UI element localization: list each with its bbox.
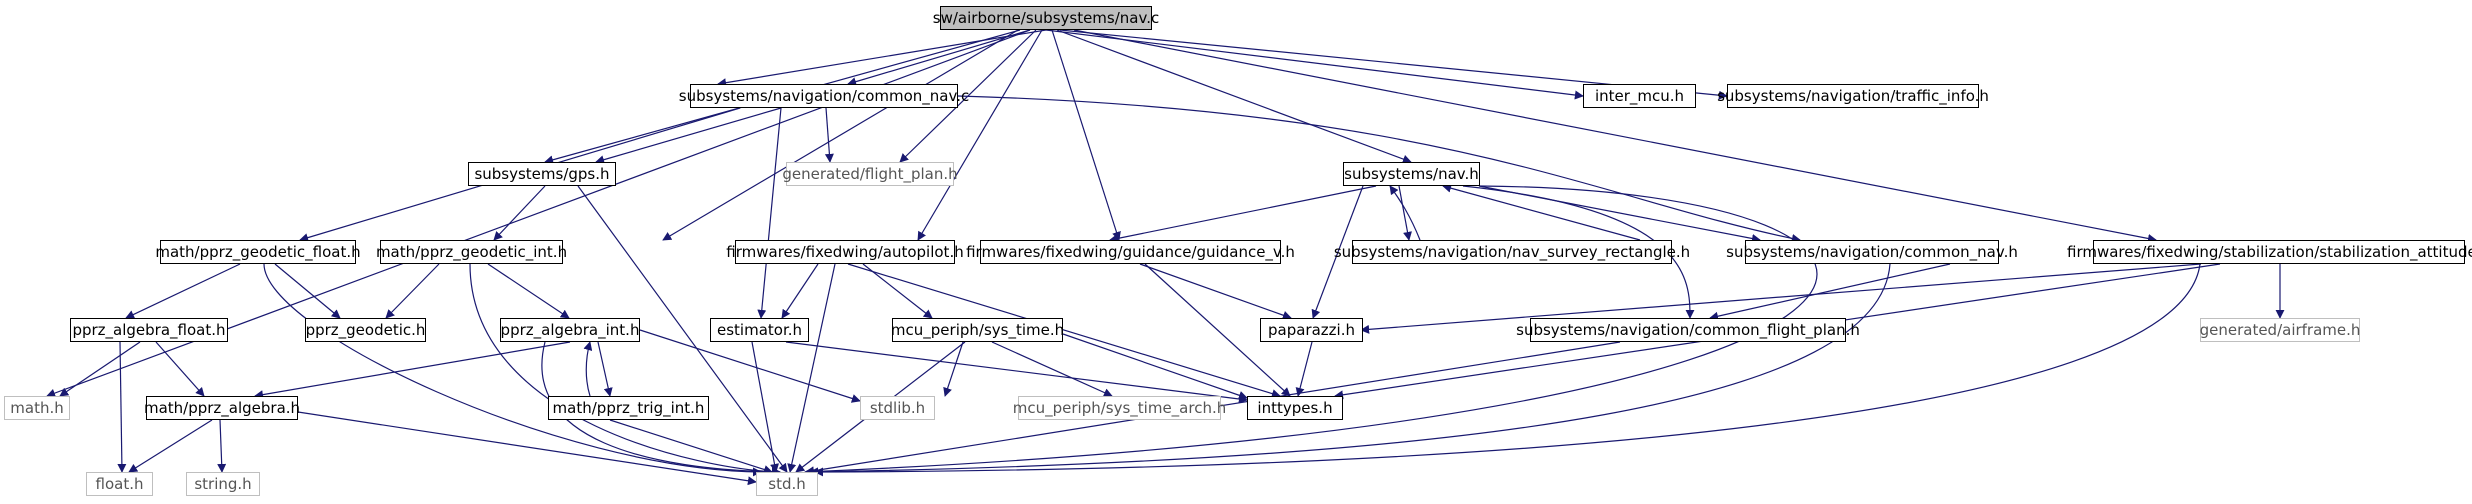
dependency-edge [1709,263,1951,321]
dependency-edge [597,341,613,397]
node-trig-int[interactable]: math/pprz_trig_int.h [548,396,709,420]
dependency-edge [757,107,782,319]
dependency-edge [814,263,2201,477]
node-guidance-v[interactable]: firmwares/fixedwing/guidance/guidance_v.… [966,240,1295,264]
dependency-edge [1144,263,1291,397]
node-gps[interactable]: subsystems/gps.h [468,162,616,186]
dependency-edge [862,263,933,319]
node-algebra[interactable]: math/pprz_algebra.h [144,396,300,420]
dependency-edge [781,263,819,319]
node-survey-rectangle[interactable]: subsystems/navigation/nav_survey_rectang… [1334,240,1690,264]
node-float[interactable]: float.h [86,472,153,496]
dependency-edge [787,263,836,473]
node-sys-time[interactable]: mcu_periph/sys_time.h [891,318,1064,342]
dependency-edge [785,341,1248,404]
node-stabilization-attitude[interactable]: firmwares/fixedwing/stabilization/stabil… [2067,240,2472,264]
dependency-edge [917,29,1043,241]
node-geodetic-int[interactable]: math/pprz_geodetic_int.h [376,240,567,264]
dependency-edge [1109,185,1377,243]
node-nav-h[interactable]: subsystems/nav.h [1343,162,1480,186]
node-airframe[interactable]: generated/airframe.h [2200,318,2360,342]
dependency-edge [59,341,141,397]
node-string[interactable]: string.h [186,472,260,496]
node-flight-plan[interactable]: generated/flight_plan.h [782,162,958,186]
dependency-edge [487,263,570,319]
dependency-edge [125,263,241,319]
node-nav-c[interactable]: sw/airborne/subsystems/nav.c [933,6,1159,30]
dependency-edge [804,185,1818,477]
dependency-edge [155,341,205,397]
node-common-nav-h[interactable]: subsystems/navigation/common_nav.h [1726,240,2018,264]
dependency-edge [717,29,1047,88]
node-geodetic-float[interactable]: math/pprz_geodetic_float.h [155,240,361,264]
dependency-edge [577,185,788,473]
dependency-edge [1073,29,2157,243]
dependency-edge [469,263,781,477]
node-inter-mcu[interactable]: inter_mcu.h [1583,84,1696,108]
dependency-edge [957,95,1801,243]
dependency-edge [943,341,964,397]
node-paparazzi[interactable]: paparazzi.h [1260,318,1363,342]
dependency-edge [847,29,1031,87]
node-geodetic[interactable]: pprz_geodetic.h [305,318,426,342]
node-math[interactable]: math.h [4,396,70,420]
dependency-edge [297,411,757,486]
node-inttypes[interactable]: inttypes.h [1247,396,1343,420]
dependency-edge [1062,333,1248,400]
node-traffic-info[interactable]: subsystems/navigation/traffic_info.h [1717,84,1989,108]
dependency-edge [263,263,762,477]
dependency-edge [662,29,1019,241]
dependency-edge [847,263,1281,398]
node-algebra-int[interactable]: pprz_algebra_int.h [500,318,640,342]
node-estimator[interactable]: estimator.h [710,318,809,342]
dependency-edge [595,107,782,165]
dependency-edge [254,341,571,400]
dependency-edge [1389,185,1421,241]
node-common-flight-plan[interactable]: subsystems/navigation/common_flight_plan… [1516,318,1860,342]
dependency-edge [583,341,593,397]
node-autopilot[interactable]: firmwares/fixedwing/autopilot.h [726,240,964,264]
dependency-edge [128,419,213,473]
dependency-edge [809,263,1891,477]
node-algebra-float[interactable]: pprz_algebra_float.h [70,318,228,342]
node-common-nav-c[interactable]: subsystems/navigation/common_nav.c [679,84,969,108]
dependency-edge [541,341,781,477]
dependency-edge [385,263,440,319]
node-stdlib[interactable]: stdlib.h [860,396,935,420]
dependency-edge [217,419,227,473]
dependency-edge [1442,183,1641,241]
dependency-edge [493,185,546,241]
dependency-edge [1056,29,1412,164]
dependency-edge [609,419,773,474]
dependency-edge [751,341,779,473]
node-sys-time-arch[interactable]: mcu_periph/sys_time_arch.h [1013,396,1226,420]
dependency-edge [46,29,1031,398]
dependency-edge [1398,185,1412,241]
dependency-edge [1311,185,1364,319]
dependency-edge [1295,341,1313,397]
dependency-edge [117,341,127,473]
dependency-edge [1051,29,1121,241]
dependency-edge [1139,263,1292,320]
dependency-edge [1360,263,2202,334]
node-std[interactable]: std.h [756,472,818,496]
dependency-edge [274,263,341,319]
dependency-edge [639,329,861,403]
dependency-edge [824,107,834,163]
dependency-edge [991,341,1113,397]
